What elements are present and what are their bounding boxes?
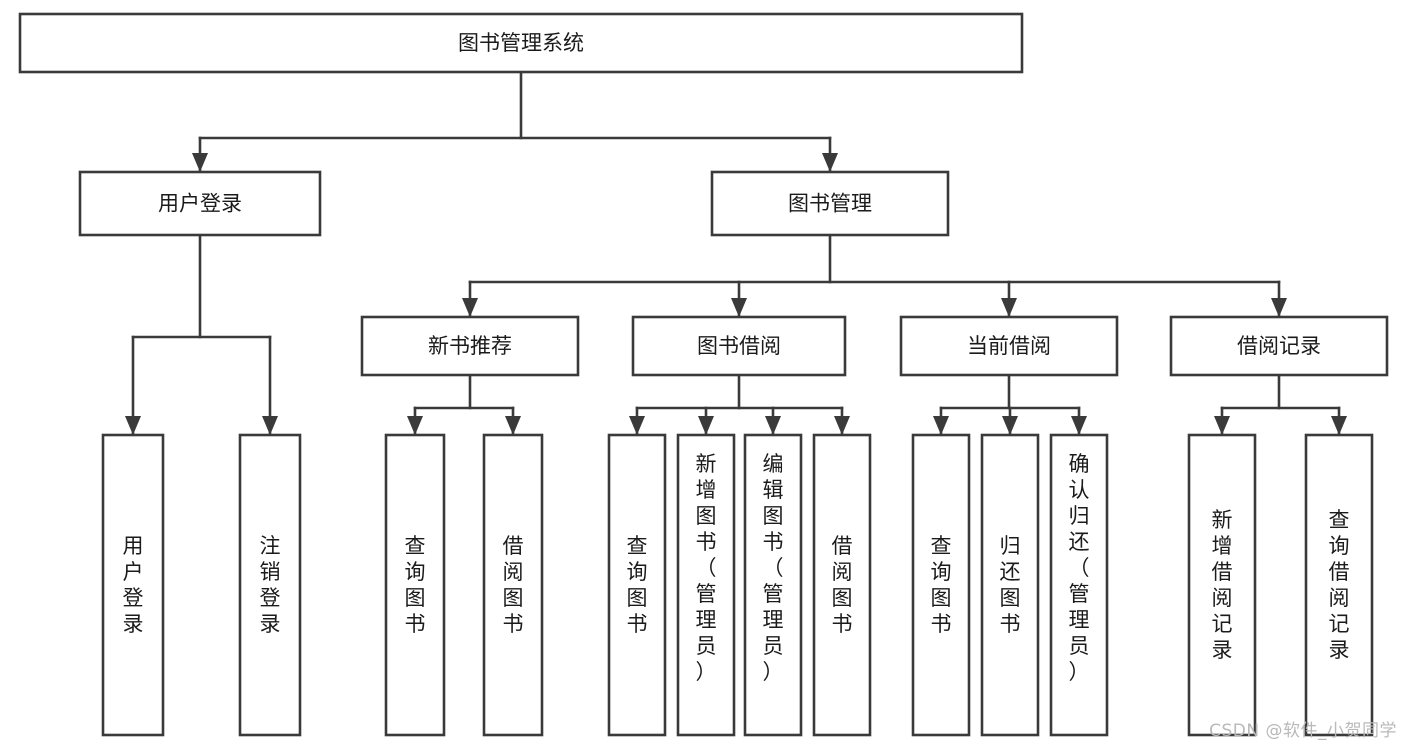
node-label: 图书借阅 (697, 334, 781, 358)
connector-arrowhead (822, 153, 838, 172)
node-leaf-3[interactable]: 借阅图书 (482, 433, 544, 737)
connector-arrowhead (192, 153, 208, 172)
connector-arrowhead (1071, 416, 1087, 435)
node-leaf-6[interactable]: 编辑图书（管理员） (743, 433, 803, 737)
connector-arrowhead (1331, 416, 1347, 435)
node-box[interactable] (631, 315, 847, 377)
node-leaf-9[interactable]: 归还图书 (980, 433, 1040, 737)
node-box[interactable] (743, 433, 803, 737)
node-box[interactable] (101, 433, 165, 737)
connector-arrowhead (698, 416, 714, 435)
node-label: 归还图书 (1000, 534, 1021, 636)
node-box[interactable] (482, 433, 544, 737)
node-box[interactable] (1187, 433, 1257, 737)
node-box[interactable] (710, 170, 950, 237)
node-label: 图书管理 (788, 192, 872, 216)
node-box[interactable] (676, 433, 736, 737)
connector-arrowhead (462, 298, 478, 317)
node-box[interactable] (607, 433, 667, 737)
node-layer: 图书管理系统用户登录图书管理新书推荐图书借阅当前借阅借阅记录用户登录注销登录查询… (18, 12, 1389, 737)
node-label: 查询图书 (627, 534, 648, 636)
node-label: 借阅记录 (1237, 334, 1321, 358)
node-label: 查询图书 (931, 534, 952, 636)
node-box[interactable] (384, 433, 446, 737)
node-root-0[interactable]: 图书管理系统 (18, 12, 1024, 74)
node-label: 用户登录 (158, 192, 242, 216)
node-leaf-7[interactable]: 借阅图书 (812, 433, 872, 737)
connector-arrowhead (834, 416, 850, 435)
node-box[interactable] (18, 12, 1024, 74)
node-leaf-10[interactable]: 确认归还（管理员） (1049, 433, 1109, 737)
connector-arrowhead (629, 416, 645, 435)
node-level3-2[interactable]: 当前借阅 (899, 315, 1119, 377)
node-leaf-8[interactable]: 查询图书 (911, 433, 971, 737)
node-box[interactable] (1169, 315, 1389, 377)
node-box[interactable] (980, 433, 1040, 737)
node-label: 新书推荐 (428, 334, 512, 358)
node-box[interactable] (78, 170, 322, 237)
connector-arrowhead (1271, 298, 1287, 317)
node-label: 查询图书 (405, 534, 426, 636)
connector-arrowhead (933, 416, 949, 435)
connector-arrowhead (1214, 416, 1230, 435)
node-leaf-1[interactable]: 注销登录 (238, 433, 302, 737)
node-label: 新增图书（管理员） (696, 452, 717, 684)
connector-arrowhead (1001, 298, 1017, 317)
node-label: 查询借阅记录 (1329, 508, 1350, 662)
node-label: 注销登录 (260, 534, 281, 636)
node-label: 借阅图书 (503, 534, 524, 636)
node-label: 用户登录 (123, 534, 144, 636)
node-level3-0[interactable]: 新书推荐 (360, 315, 580, 377)
node-box[interactable] (238, 433, 302, 737)
node-label: 确认归还（管理员） (1069, 452, 1090, 684)
connector-arrowhead (262, 416, 278, 435)
node-leaf-4[interactable]: 查询图书 (607, 433, 667, 737)
connector-arrowhead (1002, 416, 1018, 435)
connector-arrowhead (505, 416, 521, 435)
node-box[interactable] (1304, 433, 1374, 737)
node-box[interactable] (911, 433, 971, 737)
node-leaf-0[interactable]: 用户登录 (101, 433, 165, 737)
node-box[interactable] (899, 315, 1119, 377)
node-leaf-11[interactable]: 新增借阅记录 (1187, 433, 1257, 737)
node-level3-1[interactable]: 图书借阅 (631, 315, 847, 377)
node-level3-3[interactable]: 借阅记录 (1169, 315, 1389, 377)
connector-arrowhead (407, 416, 423, 435)
node-level2-0[interactable]: 用户登录 (78, 170, 322, 237)
node-label: 编辑图书（管理员） (763, 452, 784, 684)
connector-arrowhead (731, 298, 747, 317)
node-label: 新增借阅记录 (1212, 508, 1233, 662)
node-level2-1[interactable]: 图书管理 (710, 170, 950, 237)
node-box[interactable] (360, 315, 580, 377)
connector-layer (125, 70, 1347, 436)
node-box[interactable] (812, 433, 872, 737)
connector-arrowhead (125, 416, 141, 435)
node-box[interactable] (1049, 433, 1109, 737)
node-leaf-5[interactable]: 新增图书（管理员） (676, 433, 736, 737)
node-leaf-2[interactable]: 查询图书 (384, 433, 446, 737)
node-label: 当前借阅 (967, 334, 1051, 358)
node-leaf-12[interactable]: 查询借阅记录 (1304, 433, 1374, 737)
node-label: 借阅图书 (832, 534, 853, 636)
connector-arrowhead (765, 416, 781, 435)
watermark: CSDN @软件_小贺同学 (1209, 721, 1397, 741)
node-label: 图书管理系统 (458, 31, 584, 55)
